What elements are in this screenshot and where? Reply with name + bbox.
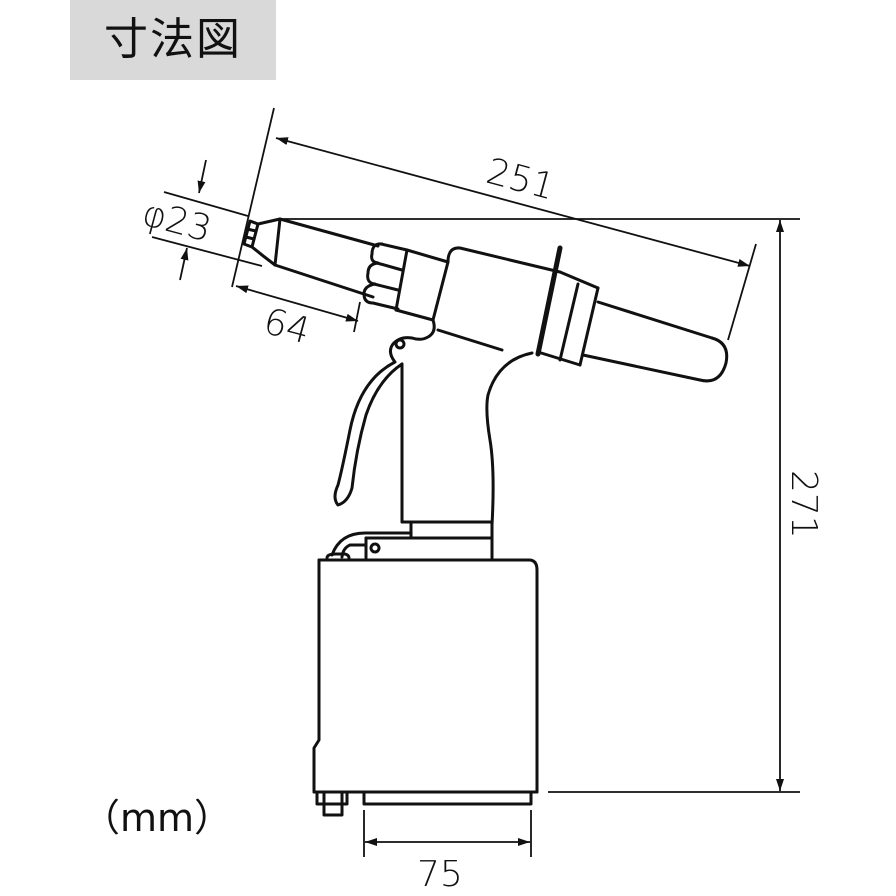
nose-tube <box>273 217 380 299</box>
page-title: 寸法図 <box>104 14 242 65</box>
reservoir <box>312 558 539 817</box>
dim-nose-diameter: φ23 <box>138 193 216 251</box>
knurled-collar <box>362 242 450 322</box>
tool-outline <box>242 217 729 817</box>
nose-tip <box>242 217 282 267</box>
main-body <box>410 246 729 383</box>
unit-label: （mm） <box>82 796 233 840</box>
dimension-lines <box>151 107 800 857</box>
dim-height: 271 <box>783 470 824 539</box>
grip <box>400 351 534 527</box>
trigger <box>333 336 414 507</box>
title-box: 寸法図 <box>70 0 276 80</box>
neck-fitting <box>325 520 494 560</box>
dim-overall-length: 251 <box>482 151 559 208</box>
thick-band <box>535 245 563 357</box>
dim-base-width: 75 <box>417 854 463 895</box>
dim-nose-length: 64 <box>259 301 314 352</box>
